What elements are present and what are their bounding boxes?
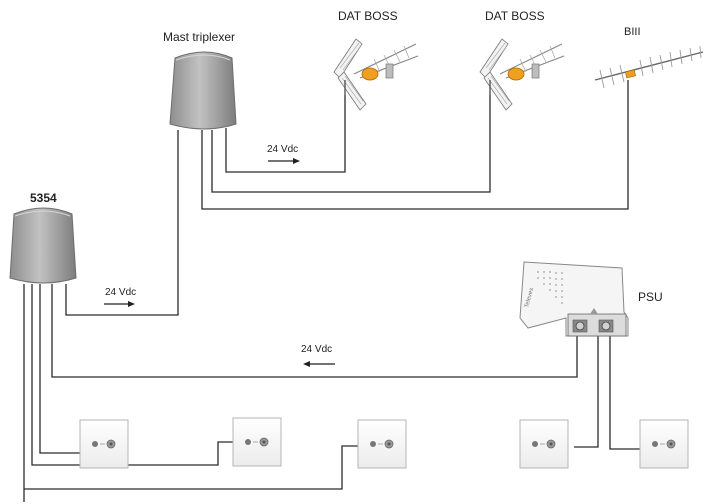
dat-boss-antenna-icon xyxy=(333,38,419,111)
cable-5354-triplexer xyxy=(65,130,179,316)
biii-label: BIII xyxy=(624,26,641,38)
wall-outlet-2 xyxy=(232,417,282,467)
psu-label: PSU xyxy=(638,290,663,304)
wall-outlet-5 xyxy=(639,419,689,469)
cable-5354-outlet-2 xyxy=(31,284,233,466)
cable-triplexer-datboss-2 xyxy=(211,95,491,193)
dat-boss-label-2: DAT BOSS xyxy=(485,9,545,23)
wall-outlet-1 xyxy=(79,419,129,469)
dat-boss-antenna-icon xyxy=(479,38,565,111)
cable-5354-outlet-1 xyxy=(39,284,80,454)
cable-psu-outlet-5 xyxy=(609,335,640,450)
cable-triplexer-datboss-1 xyxy=(225,95,346,173)
cable-5354-outlet-3-branch xyxy=(24,445,358,490)
amplifier-5354-icon xyxy=(9,207,77,284)
vdc-5354-label: 24 Vdc xyxy=(105,287,136,298)
mast-triplexer-icon xyxy=(169,51,237,130)
dc-arrow-mast xyxy=(268,158,300,164)
cable-5354-psu xyxy=(51,284,578,378)
wall-outlet-3 xyxy=(357,419,407,469)
cabling xyxy=(23,80,640,502)
dc-arrow-5354 xyxy=(104,301,135,307)
mast-triplexer-label: Mast triplexer xyxy=(163,30,235,44)
dc-arrow-psu xyxy=(303,361,335,367)
cable-psu-outlet-4 xyxy=(574,335,599,448)
vdc-mast-label: 24 Vdc xyxy=(267,144,298,155)
amp-5354-label: 5354 xyxy=(30,191,57,205)
wall-outlet-4 xyxy=(519,419,569,469)
dat-boss-label-1: DAT BOSS xyxy=(338,9,398,23)
power-supply-icon: Televes xyxy=(519,261,629,337)
psu-brand-label: Televes xyxy=(524,287,535,308)
biii-yagi-antenna-icon xyxy=(594,45,704,89)
vdc-psu-label: 24 Vdc xyxy=(301,344,332,355)
cable-triplexer-biii xyxy=(201,80,629,210)
